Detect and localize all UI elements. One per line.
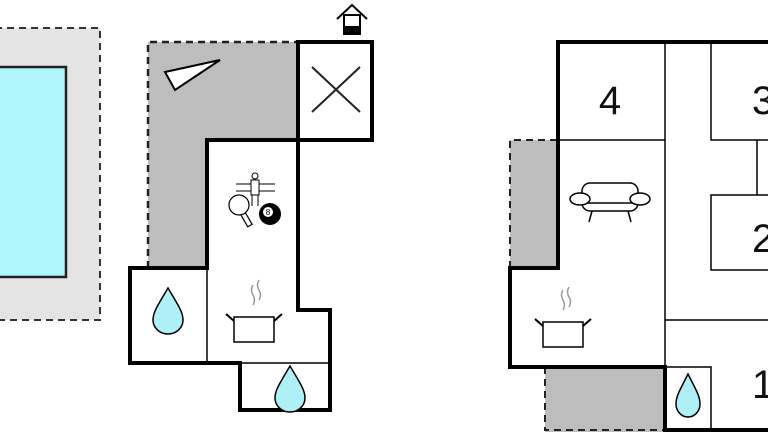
svg-text:8: 8: [266, 208, 271, 217]
x-mark-icon: [311, 66, 361, 113]
inner-walls: [206, 268, 330, 364]
terrace-dashed-edge: [509, 139, 558, 268]
table-tennis-icon: [228, 194, 253, 228]
building-outline: [508, 40, 768, 432]
room-2-label: 2: [752, 217, 768, 261]
pool: [0, 65, 68, 279]
room-3-label: 3: [752, 79, 768, 123]
cooking-pot-icon: [534, 286, 592, 348]
water-drop-icon: [675, 372, 701, 418]
cooking-pot-icon: [225, 279, 283, 343]
terrace: [545, 367, 665, 432]
terrace: [510, 140, 558, 268]
terrace-dashed-edge: [544, 367, 665, 431]
table-football-icon: [236, 172, 275, 206]
room-1-label: 1: [752, 363, 768, 407]
water-drop-icon: [152, 286, 184, 335]
sun-lounger-icon: [163, 59, 221, 92]
room-4-label: 4: [599, 79, 621, 123]
main-building-outline: [128, 138, 332, 412]
water-drop-icon: [274, 364, 306, 413]
house-entrance-icon: [336, 3, 368, 35]
sofa-icon: [569, 182, 651, 223]
inner-walls: [558, 42, 768, 430]
terrace: [148, 42, 298, 268]
terrace-dashed-edge: [146, 40, 298, 268]
billiard-ball-icon: 8: [259, 203, 281, 225]
